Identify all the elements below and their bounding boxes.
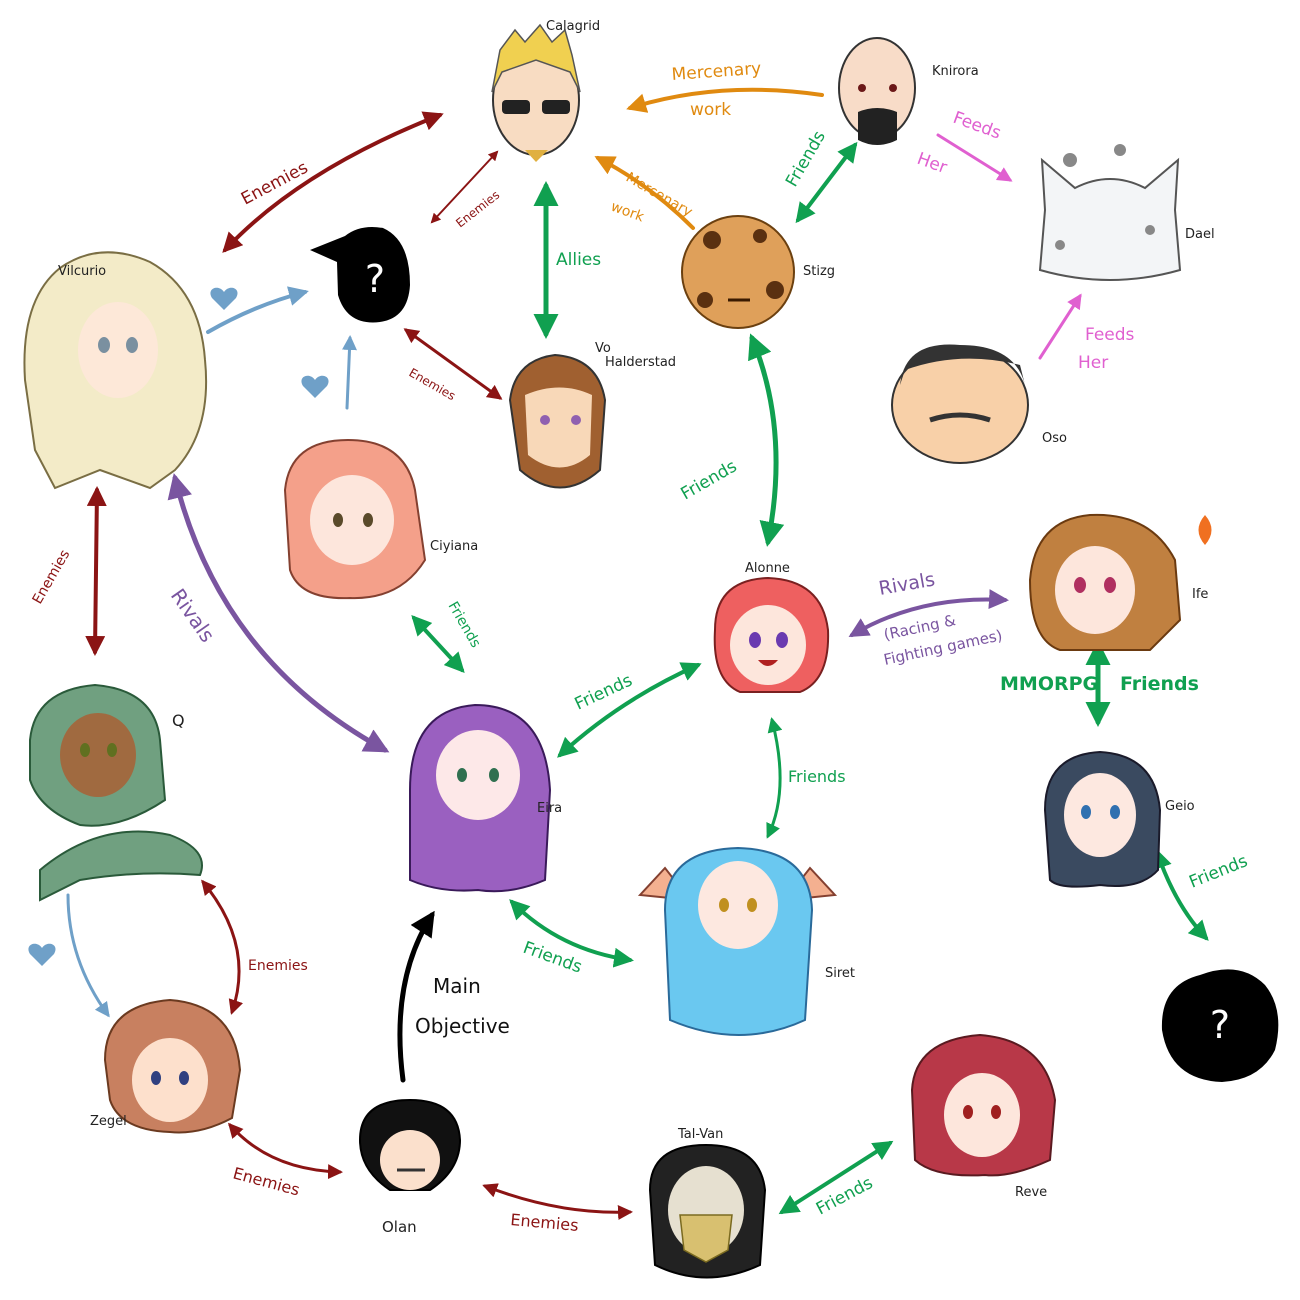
label-main-objective-1: Main	[433, 974, 481, 998]
name-vo-1: Vo	[595, 341, 611, 356]
arrow-vilcurio-eira	[167, 473, 390, 753]
label-merc-stizg-2: work	[609, 199, 647, 226]
arrow-unknown-vo	[403, 328, 503, 400]
head-geio	[1043, 750, 1162, 888]
head-alonne	[713, 576, 830, 693]
label-allies: Allies	[556, 250, 601, 270]
head-ife	[1028, 513, 1212, 651]
label-q-zegel: Enemies	[248, 958, 308, 974]
head-zegel	[103, 998, 242, 1134]
arrow-stizg-alonne	[748, 333, 785, 547]
name-siret: Siret	[825, 966, 855, 981]
heart-icon	[210, 287, 238, 310]
arrow-knirora-calagrid	[626, 87, 824, 113]
label-stizg-alonne: Friends	[678, 456, 741, 504]
heart-icon	[28, 943, 56, 966]
label-mmorpg: MMORPG	[1000, 673, 1098, 695]
name-reve: Reve	[1015, 1185, 1047, 1200]
name-stizg: Stizg	[803, 264, 835, 279]
label-zegel-olan: Enemies	[231, 1164, 302, 1200]
head-vilcurio	[23, 251, 208, 490]
name-calagrid: Calagrid	[546, 19, 600, 34]
arrow-alonne-siret	[766, 717, 783, 839]
arrow-stizg-calagrid	[594, 156, 695, 230]
label-calagrid-unknown: Enemies	[453, 188, 502, 231]
arrow-vilcurio-unknown	[206, 286, 309, 334]
name-unknown-1: ?	[365, 257, 385, 301]
arrow-talvan-reve	[778, 1140, 894, 1215]
name-alonne: Alonne	[745, 561, 790, 576]
arrow-olan-eira	[397, 910, 435, 1083]
label-feeds-oso-1: Feeds	[1085, 325, 1135, 345]
head-calagrid	[491, 23, 581, 162]
arrow-eira-alonne	[557, 662, 702, 758]
label-rivals-alonne-ife: Rivals	[877, 568, 937, 599]
arrow-stizg-knirora	[795, 141, 858, 224]
arrow-oso-dael	[1038, 293, 1082, 360]
arrow-knirora-dael	[936, 133, 1013, 182]
label-vilcurio-calagrid: Enemies	[238, 158, 312, 210]
head-siret	[637, 846, 838, 1036]
arrow-calagrid-unknown	[430, 150, 499, 224]
label-rivals-vilcurio-eira: Rivals	[166, 584, 220, 647]
head-stizg	[681, 215, 795, 329]
name-vo-2: Halderstad	[605, 355, 676, 370]
arrow-ciyiana-unknown	[341, 335, 357, 410]
label-geio-unknown: Friends	[1186, 851, 1250, 892]
label-vilcurio-q: Enemies	[30, 547, 74, 607]
label-eira-alonne: Friends	[572, 671, 636, 715]
arrow-eira-siret	[509, 899, 634, 968]
name-knirora: Knirora	[932, 64, 979, 79]
head-eira	[409, 703, 552, 893]
label-merc-knirora-1: Mercenary	[671, 59, 762, 85]
head-reve	[910, 1033, 1057, 1177]
head-unknown-2	[1161, 969, 1279, 1082]
label-ciyiana-eira: Friends	[445, 599, 484, 651]
arrow-vilcurio-q	[85, 486, 107, 656]
head-vo-halderstad	[508, 353, 607, 489]
name-q: Q	[172, 711, 185, 730]
arrow-geio-unknown	[1152, 848, 1209, 941]
name-dael: Dael	[1185, 227, 1215, 242]
name-geio: Geio	[1165, 799, 1195, 814]
label-ife-geio: Friends	[1120, 673, 1199, 695]
arrow-alonne-ife	[848, 589, 1009, 638]
label-olan-talvan: Enemies	[510, 1210, 580, 1235]
name-zegel: Zegel	[90, 1114, 127, 1129]
arrow-q-zegel	[66, 893, 110, 1018]
head-knirora	[838, 37, 916, 145]
label-merc-knirora-2: work	[690, 100, 731, 120]
name-ife: Ife	[1192, 587, 1208, 602]
label-feeds-knirora-2: Her	[914, 149, 949, 178]
label-main-objective-2: Objective	[415, 1014, 510, 1038]
heart-icon	[301, 375, 329, 398]
label-talvan-reve: Friends	[813, 1173, 876, 1219]
name-ciyiana: Ciyiana	[430, 539, 478, 554]
name-vilcurio: Vilcurio	[58, 264, 106, 279]
arrow-q-zegel-enemies	[201, 879, 243, 1015]
label-alonne-siret: Friends	[788, 767, 846, 786]
label-feeds-knirora-1: Feeds	[950, 108, 1003, 144]
label-stizg-knirora: Friends	[782, 127, 830, 190]
name-tal-van: Tal-Van	[677, 1127, 723, 1142]
name-unknown-2: ?	[1210, 1003, 1230, 1047]
head-unknown-1	[310, 227, 410, 323]
arrow-vilcurio-calagrid	[222, 111, 444, 253]
arrow-ciyiana-eira	[411, 615, 465, 673]
head-oso	[891, 344, 1029, 464]
head-dael	[1038, 144, 1182, 281]
name-oso: Oso	[1042, 431, 1067, 446]
head-olan	[358, 1098, 462, 1191]
name-eira: Eira	[537, 801, 562, 816]
name-olan: Olan	[382, 1218, 417, 1236]
arrow-olan-talvan	[482, 1183, 633, 1221]
head-ciyiana	[283, 438, 427, 600]
label-feeds-oso-2: Her	[1078, 353, 1108, 373]
arrow-zegel-olan	[228, 1122, 343, 1180]
label-unknown-vo: Enemies	[407, 365, 458, 403]
head-q	[29, 683, 203, 902]
head-tal-van	[648, 1143, 767, 1279]
